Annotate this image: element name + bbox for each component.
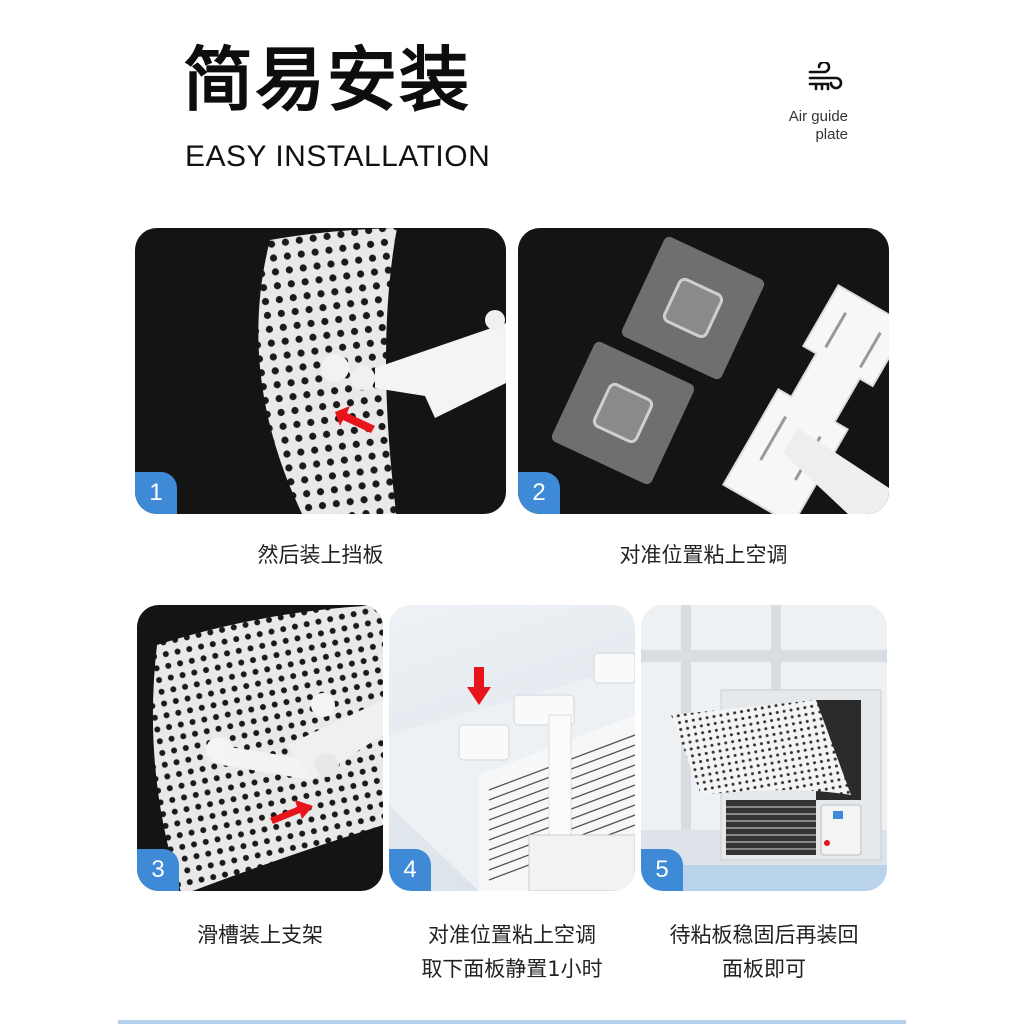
step-1-image: 1 bbox=[135, 228, 506, 514]
step-4-image: 4 bbox=[389, 605, 635, 891]
feature-label-line2: plate bbox=[815, 126, 848, 143]
step-1-caption: 然后装上挡板 bbox=[135, 538, 506, 572]
step-badge-5: 5 bbox=[641, 849, 683, 891]
step-4-caption-line-1: 对准位置粘上空调 bbox=[428, 923, 596, 947]
page-title-cn: 简易安装 bbox=[183, 39, 471, 121]
step-5-image: 5 bbox=[641, 605, 887, 891]
step-badge-1: 1 bbox=[135, 472, 177, 514]
step-2-caption: 对准位置粘上空调 bbox=[518, 538, 889, 572]
step-2-caption-line: 对准位置粘上空调 bbox=[619, 543, 788, 567]
step-3-caption: 滑槽装上支架 bbox=[137, 918, 383, 952]
step-1-caption-line: 然后装上挡板 bbox=[257, 543, 384, 567]
step-3-image: 3 bbox=[137, 605, 383, 891]
step-4-caption: 对准位置粘上空调 取下面板静置1小时 bbox=[389, 918, 635, 986]
step-badge-2: 2 bbox=[518, 472, 560, 514]
step-5-caption-line-2: 面板即可 bbox=[722, 957, 806, 981]
step-badge-3: 3 bbox=[137, 849, 179, 891]
step-badge-4: 4 bbox=[389, 849, 431, 891]
wind-icon bbox=[789, 62, 848, 94]
step-5-caption: 待粘板稳固后再装回 面板即可 bbox=[641, 918, 887, 986]
feature-label-line1: Air guide bbox=[788, 108, 848, 125]
step-2-image: 2 bbox=[518, 228, 889, 514]
page-title-en: EASY INSTALLATION bbox=[185, 140, 491, 173]
step-5-caption-line-1: 待粘板稳固后再装回 bbox=[669, 923, 859, 947]
feature-label: Air guide plate bbox=[789, 108, 848, 144]
step-3-caption-line: 滑槽装上支架 bbox=[197, 923, 323, 947]
step-4-caption-line-2: 取下面板静置1小时 bbox=[421, 957, 603, 981]
bottom-divider bbox=[118, 1020, 906, 1024]
feature-badge: Air guide plate bbox=[789, 62, 848, 144]
